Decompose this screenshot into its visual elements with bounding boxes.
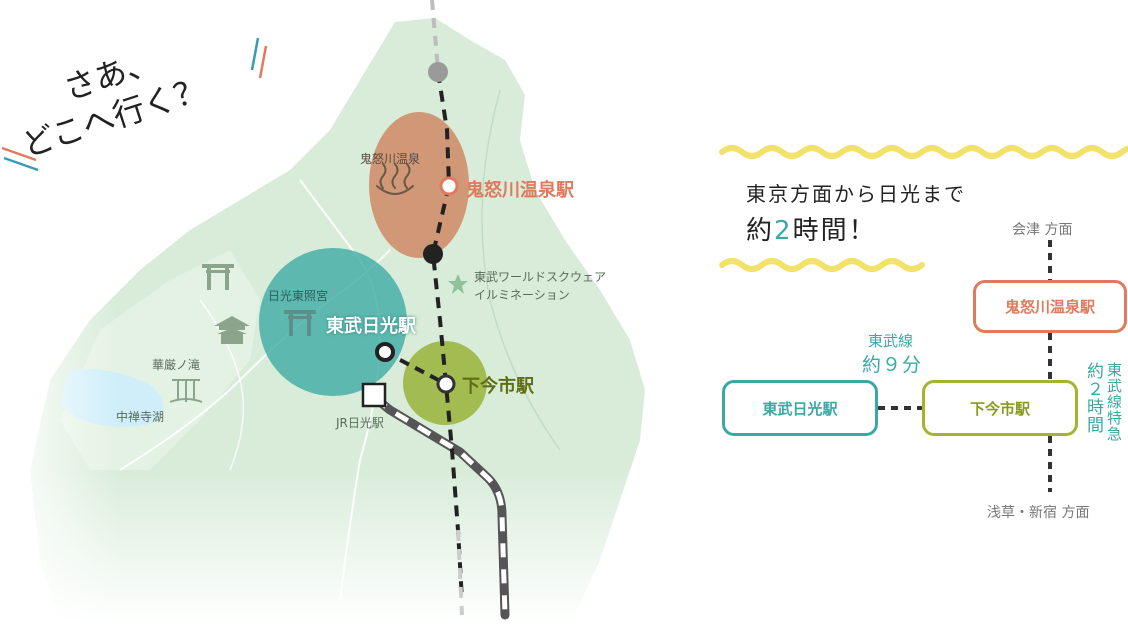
place-illumination: イルミネーション <box>474 288 570 302</box>
shimoimaichi-station-marker <box>436 374 456 394</box>
info-line2: 約2時間！ <box>746 210 877 247</box>
place-jr-nikko: JR日光駅 <box>336 416 384 430</box>
route-branch-time-label: 約９分 <box>862 354 923 376</box>
decor-slash <box>250 37 260 71</box>
route-shimoimaichi-box: 下今市駅 <box>922 380 1078 436</box>
route-kinugawa-box: 鬼怒川温泉駅 <box>973 280 1127 333</box>
route-tobu-nikko-box: 東武日光駅 <box>722 380 878 436</box>
wavy-band-top <box>719 145 1128 159</box>
route-express-approx: 約２時間 <box>1083 362 1103 434</box>
place-kegon-falls: 華厳ノ滝 <box>152 358 201 372</box>
tobu-nikko-station-marker <box>375 342 395 362</box>
route-express-line: 東武線特急 <box>1105 362 1123 442</box>
station-tobu-nikko-label: 東武日光駅 <box>326 316 416 337</box>
tobu-nikko-branch <box>384 350 447 386</box>
place-lake-chuzenji: 中禅寺湖 <box>116 410 165 424</box>
kinugawa-station-marker <box>439 176 459 196</box>
route-aizu-label: 会津 方面 <box>1012 222 1073 238</box>
tobu-line-north <box>430 0 440 71</box>
north-end-marker <box>428 62 448 82</box>
place-kinugawa-onsen: 鬼怒川温泉 <box>360 152 421 166</box>
onsen-icon <box>376 163 414 195</box>
torii-icon <box>202 264 234 290</box>
station-shimoimaichi-label: 下今市駅 <box>462 376 534 397</box>
jr-nikko-station-marker <box>361 382 387 408</box>
torii-icon <box>284 310 316 336</box>
route-branch-line-label: 東武線 <box>868 332 914 350</box>
waterfall-icon <box>169 379 203 403</box>
tobu-nikko-area-circle <box>259 248 407 396</box>
decor-slash <box>1 146 37 162</box>
station-kinugawa-label: 鬼怒川温泉駅 <box>466 180 574 201</box>
tobu-line-south-fade <box>456 529 464 616</box>
info-number: 2 <box>774 216 793 246</box>
info-prefix: 約 <box>746 216 775 246</box>
junction-marker <box>423 244 443 264</box>
kinugawa-area-circle <box>369 112 469 258</box>
tobu-line-main <box>430 71 464 601</box>
place-world-square: 東武ワールドスクウェア <box>474 270 607 284</box>
info-suffix: 時間！ <box>792 216 877 246</box>
place-toshogu: 日光東照宮 <box>268 289 329 303</box>
decor-slash <box>258 45 268 79</box>
jr-line-dash <box>373 396 508 616</box>
star-icon <box>448 274 468 294</box>
wavy-band-bottom <box>719 258 925 272</box>
temple-icon <box>214 316 250 344</box>
decor-slash <box>3 156 39 172</box>
route-asakusa-label: 浅草・新宿 方面 <box>987 505 1090 521</box>
info-line1: 東京方面から日光まで <box>746 182 966 206</box>
